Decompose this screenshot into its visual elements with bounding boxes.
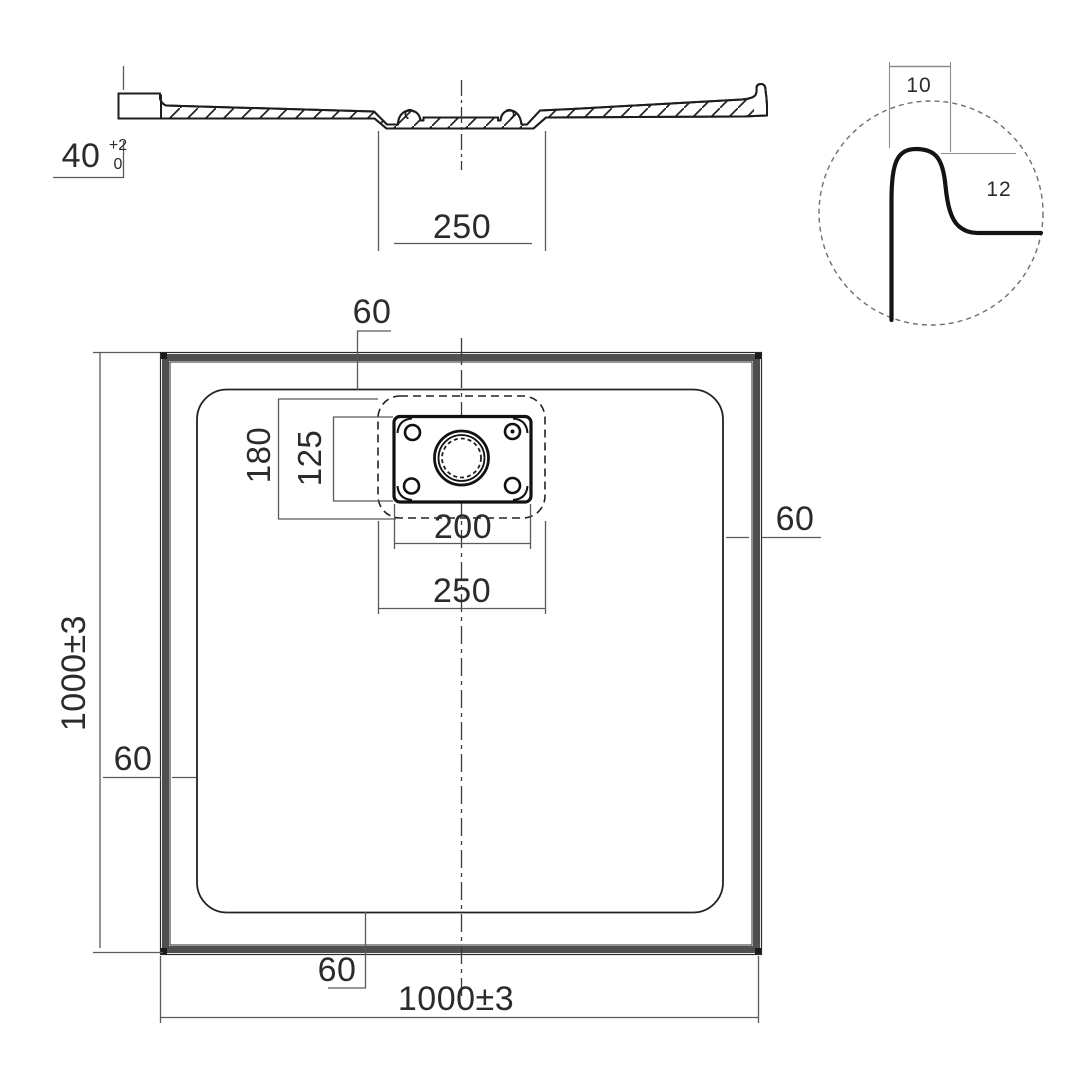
- plate-corner-fillet-br: [512, 485, 529, 501]
- dim-125-text: 125: [291, 430, 328, 487]
- drain-flange-curl-left: [404, 108, 415, 120]
- dim-1000-bottom-text: 1000±3: [398, 980, 514, 1018]
- drain-inner-dashed-circle: [441, 437, 482, 479]
- dim-250-plan-text: 250: [433, 572, 491, 610]
- drain-flange-curl-right: [504, 108, 515, 120]
- section-height-dim: 40: [62, 137, 101, 175]
- dim-1000-left: 1000±3: [55, 351, 163, 954]
- dim-60-left: 60: [103, 740, 196, 779]
- plate-bolt-hole-bl: [402, 477, 421, 495]
- detail-12-dim: 12: [986, 178, 1011, 201]
- rim-corner-mark-bl: [161, 948, 167, 954]
- dim-60-bottom-text: 60: [318, 951, 357, 989]
- plate-bolt-hole-br: [503, 476, 522, 495]
- section-height-tol-upper: +2: [109, 137, 127, 154]
- tray-floor-outline: [196, 388, 724, 914]
- plate-corner-fillet-tl: [396, 417, 413, 434]
- dim-60-top-leader: [356, 330, 391, 390]
- dim-60-right: 60: [726, 500, 821, 539]
- dim-60-left-text: 60: [114, 740, 153, 778]
- height-dim-bracket: [53, 141, 125, 179]
- detail-rim-profile: [889, 146, 1044, 323]
- plate-bolt-hole-tl: [403, 423, 422, 442]
- dim-60-right-text: 60: [776, 500, 815, 538]
- detail-boundary-circle: [818, 100, 1044, 326]
- rim-corner-mark-br: [755, 948, 761, 954]
- section-profile-outline: [117, 83, 768, 130]
- section-250-dim: 250: [433, 208, 491, 246]
- drain-middle-circle: [437, 434, 486, 482]
- section-hatching: [166, 98, 754, 129]
- plan-view: 180 125 200 250 60 60 60: [55, 293, 821, 1023]
- dim-180-text: 180: [240, 427, 277, 484]
- detail-10-dim: 10: [906, 74, 931, 97]
- dim-1000-left-text: 1000±3: [55, 615, 93, 731]
- dim-60-top: 60: [353, 293, 392, 390]
- rim-corner-mark-tr: [755, 353, 761, 359]
- dim-60-bottom: 60: [318, 912, 367, 989]
- section-height-tol-lower: 0: [114, 156, 123, 173]
- dim-60-bottom-leader: [328, 912, 367, 989]
- plate-bolt-hole-tr-center-dot: [510, 429, 515, 434]
- detail-view: 10 12: [818, 62, 1044, 326]
- plate-corner-fillet-bl: [396, 485, 413, 501]
- section-view: 40 +2 0 250: [53, 66, 768, 251]
- rim-corner-mark-tl: [161, 353, 167, 359]
- drain-recess-outline: [377, 395, 546, 519]
- dim-1000-bottom: 1000±3: [159, 956, 760, 1023]
- dim-200-text: 200: [434, 508, 492, 546]
- plate-corner-fillet-tr: [512, 417, 529, 434]
- dim-60-top-text: 60: [353, 293, 392, 331]
